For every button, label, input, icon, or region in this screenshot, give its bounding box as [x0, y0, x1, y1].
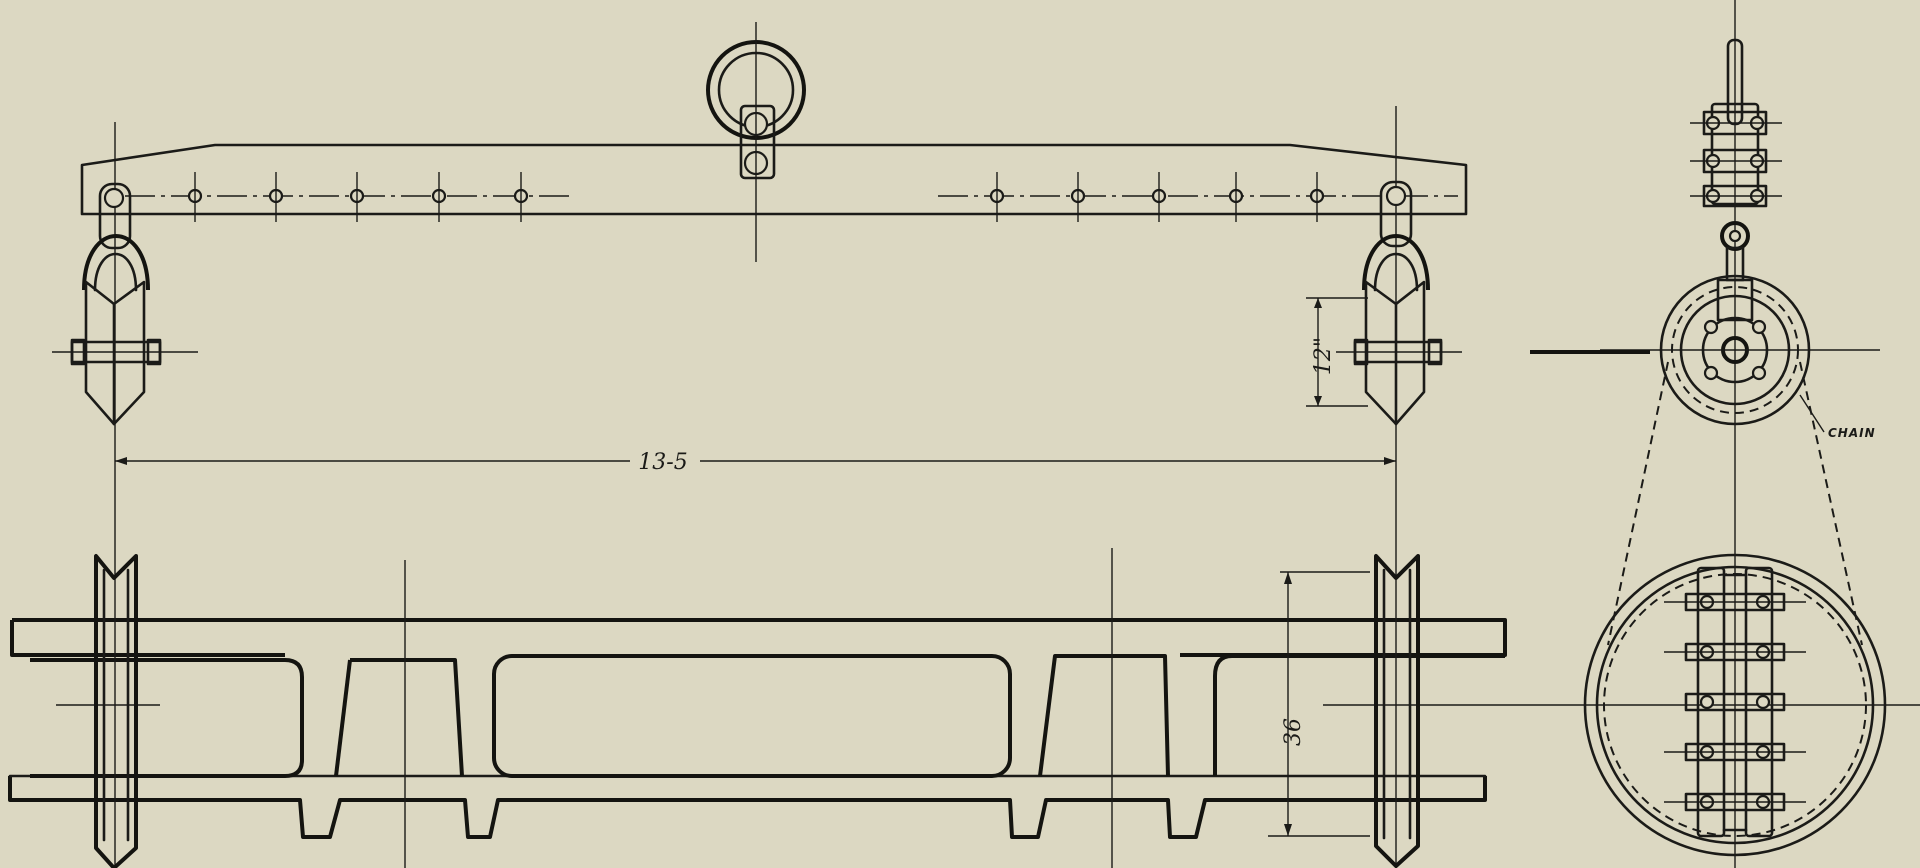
- lifting-ring-icon: [706, 22, 806, 262]
- span-label: 13-5: [638, 450, 687, 475]
- section-height-label: 36: [1281, 718, 1306, 746]
- spreader-beam-elevation: [80, 143, 1468, 222]
- side-view: [1323, 0, 1920, 868]
- section-height-dimension: [1268, 571, 1370, 837]
- sheave-diameter-dimension: [1306, 297, 1368, 407]
- right-sheave-section: [1374, 445, 1420, 868]
- left-sheave-elevation: [52, 122, 198, 445]
- drum-bolts: [1664, 592, 1806, 812]
- chain-note: CHAIN: [1828, 426, 1876, 440]
- right-sheave-elevation: [1336, 106, 1462, 445]
- left-sheave-section: [94, 445, 138, 868]
- span-dimension: [115, 457, 1396, 465]
- sheave-diameter-label: 12": [1311, 337, 1336, 375]
- beam-holes-left: [187, 172, 529, 222]
- frame-section: [8, 548, 1507, 868]
- beam-holes-right: [989, 172, 1325, 222]
